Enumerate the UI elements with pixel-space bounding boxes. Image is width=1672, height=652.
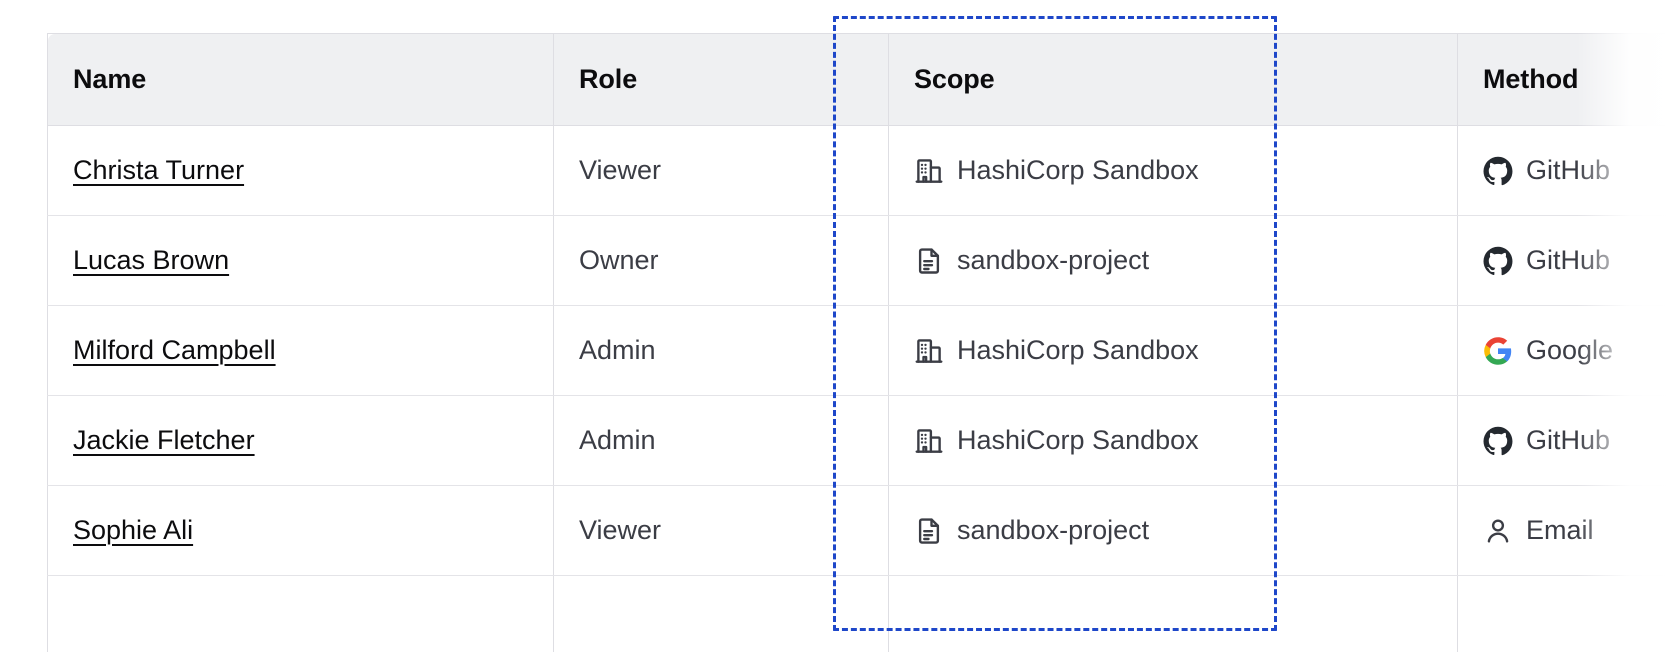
- scope-value: sandbox-project: [914, 516, 1457, 546]
- table-row[interactable]: Jackie Fletcher Admin HashiCorp Sandbox Git…: [47, 395, 1672, 486]
- method-label: GitHub: [1526, 245, 1611, 275]
- table-row[interactable]: Christa Turner Viewer HashiCorp Sandbox Git…: [47, 125, 1672, 216]
- github-icon: [1483, 156, 1513, 186]
- cell-method: Email: [1457, 485, 1672, 576]
- cell-role: [553, 575, 889, 652]
- scope-value: HashiCorp Sandbox: [914, 426, 1457, 456]
- cell-method: GitHub: [1457, 125, 1672, 216]
- method-value: Google: [1483, 336, 1672, 366]
- org-building-icon: [914, 336, 944, 366]
- table-row[interactable]: [47, 575, 1672, 652]
- cell-role: Admin: [553, 395, 889, 486]
- user-name-link[interactable]: Jackie Fletcher: [73, 425, 255, 455]
- method-value: Email: [1483, 516, 1672, 546]
- method-value: GitHub: [1483, 426, 1672, 456]
- cell-role: Viewer: [553, 125, 889, 216]
- scope-value: sandbox-project: [914, 246, 1457, 276]
- method-label: GitHub: [1526, 425, 1611, 455]
- table-row[interactable]: Sophie Ali Viewer sandbox-project Email: [47, 485, 1672, 576]
- user-icon: [1483, 516, 1513, 546]
- scope-value: HashiCorp Sandbox: [914, 336, 1457, 366]
- cell-role: Viewer: [553, 485, 889, 576]
- file-text-icon: [914, 516, 944, 546]
- cell-name: Sophie Ali: [47, 485, 554, 576]
- scope-label: HashiCorp Sandbox: [957, 155, 1199, 185]
- user-name-link[interactable]: Sophie Ali: [73, 515, 194, 545]
- role-label: Admin: [579, 335, 656, 365]
- cell-role: Owner: [553, 215, 889, 306]
- user-name-link[interactable]: Lucas Brown: [73, 245, 230, 275]
- scope-value: HashiCorp Sandbox: [914, 156, 1457, 186]
- google-icon: [1483, 336, 1513, 366]
- scope-label: sandbox-project: [957, 245, 1150, 275]
- scope-label: HashiCorp Sandbox: [957, 425, 1199, 455]
- cell-method: GitHub: [1457, 395, 1672, 486]
- cell-scope: [888, 575, 1458, 652]
- method-label: GitHub: [1526, 155, 1611, 185]
- method-value: GitHub: [1483, 246, 1672, 276]
- column-header-role[interactable]: Role: [553, 33, 889, 126]
- role-label: Viewer: [579, 515, 662, 545]
- method-value: GitHub: [1483, 156, 1672, 186]
- method-label: Email: [1526, 515, 1594, 545]
- method-label: Google: [1526, 335, 1614, 365]
- column-header-method[interactable]: Method: [1457, 33, 1672, 126]
- org-building-icon: [914, 426, 944, 456]
- cell-scope: sandbox-project: [888, 485, 1458, 576]
- cell-name: Jackie Fletcher: [47, 395, 554, 486]
- table-row[interactable]: Milford Campbell Admin HashiCorp Sandbox Go…: [47, 305, 1672, 396]
- table-header-row: Name Role Scope Method: [47, 33, 1672, 126]
- table-header: Name Role Scope Method: [47, 33, 1672, 126]
- github-icon: [1483, 246, 1513, 276]
- cell-method: [1457, 575, 1672, 652]
- table-row[interactable]: Lucas Brown Owner sandbox-project GitHub: [47, 215, 1672, 306]
- cell-scope: HashiCorp Sandbox: [888, 395, 1458, 486]
- cell-name: Christa Turner: [47, 125, 554, 216]
- cell-scope: HashiCorp Sandbox: [888, 125, 1458, 216]
- github-icon: [1483, 426, 1513, 456]
- cell-name: [47, 575, 554, 652]
- cell-name: Lucas Brown: [47, 215, 554, 306]
- cell-method: GitHub: [1457, 215, 1672, 306]
- column-header-scope[interactable]: Scope: [888, 33, 1458, 126]
- user-name-link[interactable]: Milford Campbell: [73, 335, 276, 365]
- org-building-icon: [914, 156, 944, 186]
- cell-method: Google: [1457, 305, 1672, 396]
- cell-name: Milford Campbell: [47, 305, 554, 396]
- scope-label: sandbox-project: [957, 515, 1150, 545]
- role-label: Owner: [579, 245, 659, 275]
- column-header-name[interactable]: Name: [47, 33, 554, 126]
- cell-scope: HashiCorp Sandbox: [888, 305, 1458, 396]
- role-label: Admin: [579, 425, 656, 455]
- user-name-link[interactable]: Christa Turner: [73, 155, 245, 185]
- scope-label: HashiCorp Sandbox: [957, 335, 1199, 365]
- cell-scope: sandbox-project: [888, 215, 1458, 306]
- role-label: Viewer: [579, 155, 662, 185]
- file-text-icon: [914, 246, 944, 276]
- cell-role: Admin: [553, 305, 889, 396]
